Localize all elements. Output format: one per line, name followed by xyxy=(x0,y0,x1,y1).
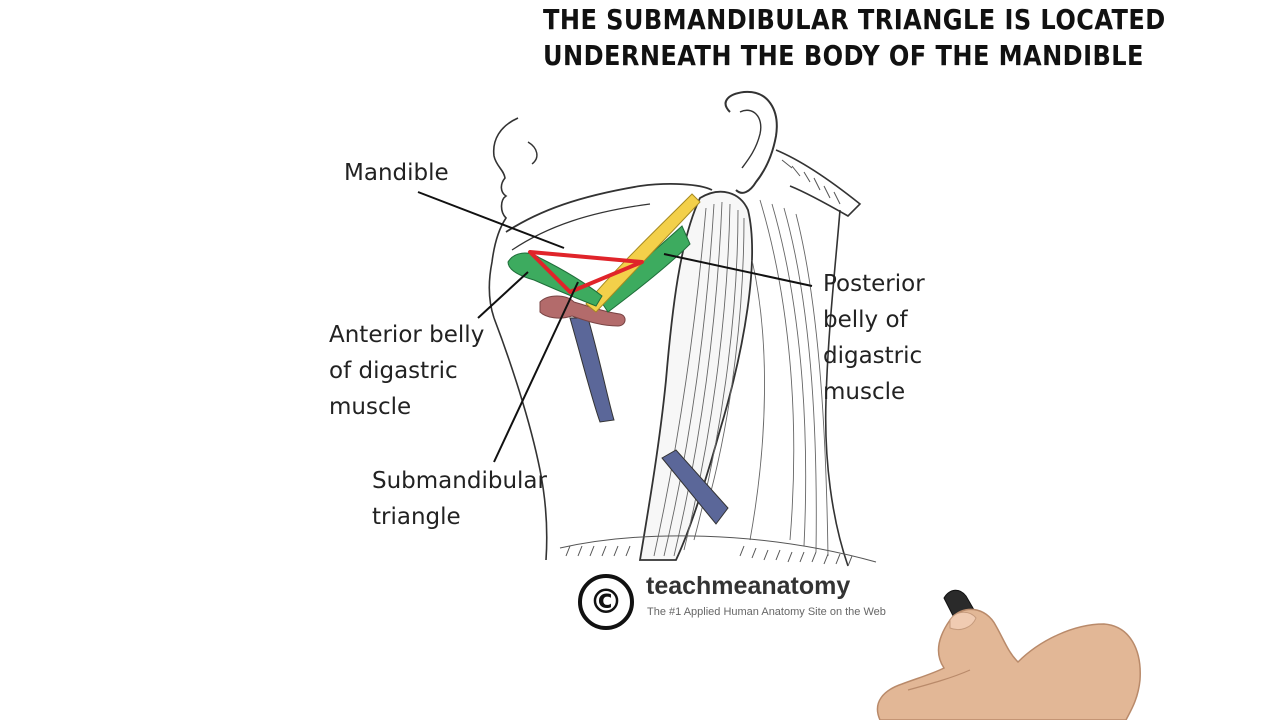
label-mandible: Mandible xyxy=(344,160,449,186)
mandible-leader xyxy=(417,191,565,249)
lip-detail xyxy=(527,141,538,165)
label-anterior-belly: Anterior belly of digastric muscle xyxy=(329,322,485,420)
muscle-hatching xyxy=(653,201,745,557)
brand-tagline: The #1 Applied Human Anatomy Site on the… xyxy=(647,606,886,618)
posterior-muscle-hatching xyxy=(749,199,829,557)
label-submandibular-triangle: Submandibular triangle xyxy=(372,468,547,530)
copyright-icon: © xyxy=(578,574,634,630)
submandibular-leader xyxy=(493,281,579,463)
jaw-inner-outline xyxy=(511,203,651,251)
ear-inner xyxy=(739,109,762,169)
submandibular-triangle-outline xyxy=(528,250,644,294)
face-outline xyxy=(488,117,519,319)
heading-line-1: THE SUBMANDIBULAR TRIANGLE IS LOCATED xyxy=(543,3,1166,36)
jaw-outline xyxy=(505,183,713,233)
neck-back-outline xyxy=(775,149,862,217)
stylohyoid-muscle xyxy=(585,193,701,313)
omohyoid-inferior-belly xyxy=(661,449,729,525)
neck-back-hatch xyxy=(781,159,841,205)
brand-name: teachmeanatomy xyxy=(646,572,851,600)
omohyoid-muscle xyxy=(569,317,615,423)
ear-outline xyxy=(724,90,778,194)
label-posterior-belly: Posterior belly of digastric muscle xyxy=(823,271,925,405)
neck-front-outline xyxy=(493,317,548,561)
slide-heading: THE SUBMANDIBULAR TRIANGLE IS LOCATED UN… xyxy=(543,2,1166,74)
heading-line-2: UNDERNEATH THE BODY OF THE MANDIBLE xyxy=(543,39,1144,72)
hyoid-bone xyxy=(539,295,626,327)
clavicle-hatching xyxy=(559,535,877,567)
posterior-leader xyxy=(663,253,813,287)
anterior-leader xyxy=(477,271,529,319)
neck-posterior-outline xyxy=(824,209,849,567)
